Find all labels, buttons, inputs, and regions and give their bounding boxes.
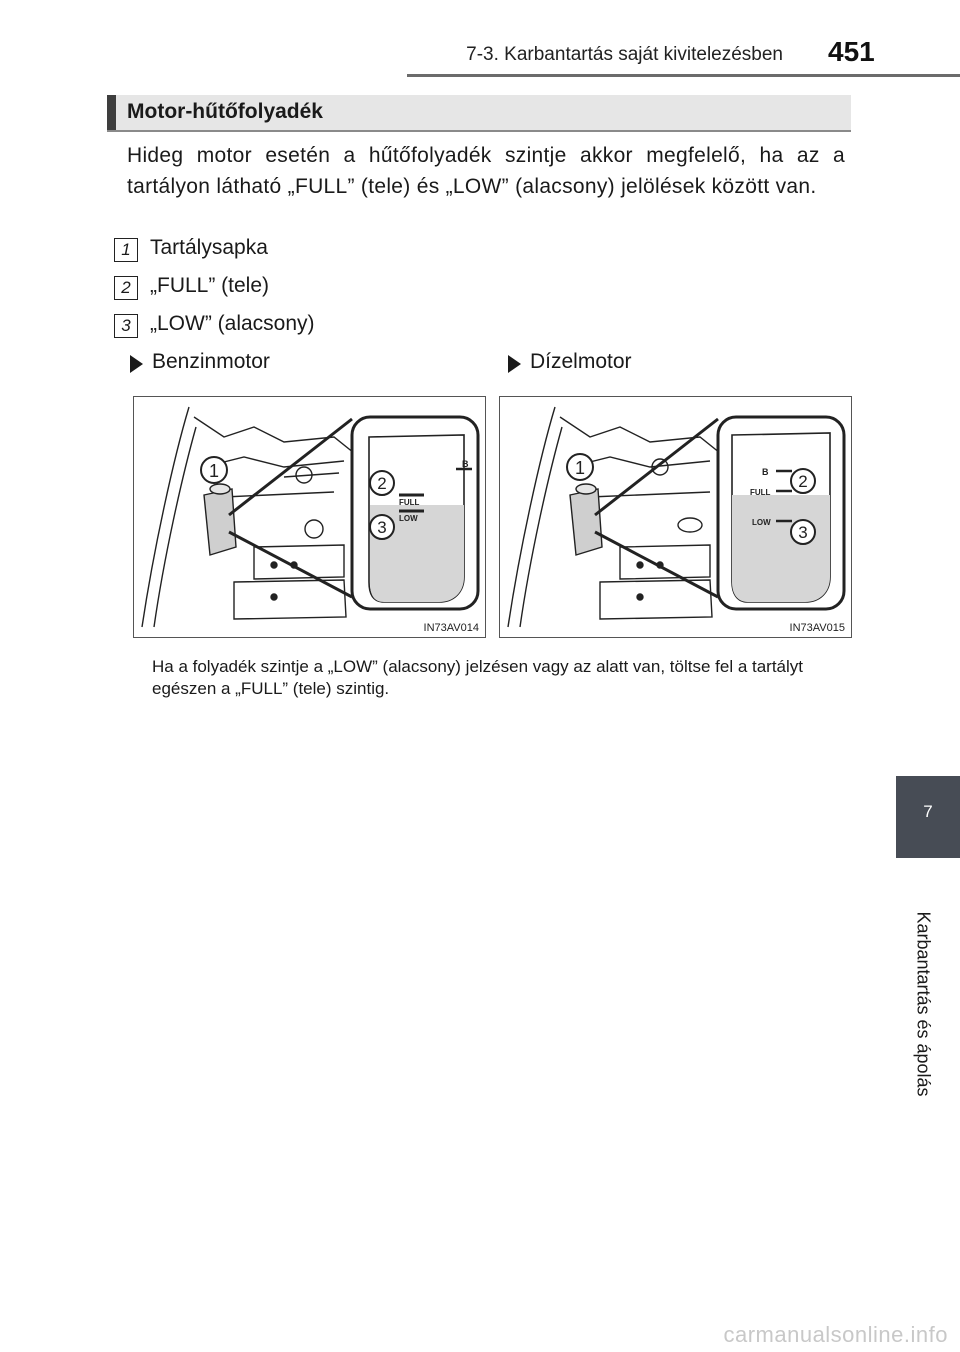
legend-label: Tartálysapka: [150, 236, 268, 259]
chapter-tab-number: 7: [923, 802, 933, 821]
variant-label: Benzinmotor: [152, 350, 270, 373]
reservoir-shape: [569, 488, 603, 556]
svg-text:1: 1: [209, 461, 219, 481]
callout-badge-3: 3: [790, 519, 816, 545]
svg-text:3: 3: [377, 518, 386, 537]
header-divider: [407, 74, 960, 77]
refill-note: Ha a folyadék szintje a „LOW” (alacsony)…: [152, 657, 804, 698]
svg-text:2: 2: [377, 474, 386, 493]
triangle-bullet-icon: [130, 355, 143, 373]
svg-text:3: 3: [798, 523, 807, 542]
tank-mark-full: FULL: [750, 488, 771, 497]
tank-mark-b: B: [462, 459, 469, 469]
chapter-header-title: 7-3. Karbantartás saját kivitelezésben: [466, 44, 783, 65]
legend-label: „LOW” (alacsony): [150, 312, 315, 335]
legend-label: „FULL” (tele): [150, 274, 270, 297]
tank-mark-low: LOW: [399, 514, 418, 523]
legend-number-badge: 2: [114, 276, 138, 300]
figure-code: IN73AV014: [423, 622, 479, 634]
engine-bay-illustration: B FULL LOW 1 2 3: [141, 406, 480, 628]
svg-text:1: 1: [575, 458, 585, 478]
legend-number-badge: 3: [114, 314, 138, 338]
intro-paragraph: Hideg motor esetén a hűtőfolyadék szintj…: [127, 144, 845, 198]
tank-mark-b: B: [762, 467, 769, 477]
page-number: 451: [828, 36, 875, 67]
tank-mark-low: LOW: [752, 518, 771, 527]
callout-badge-1: 1: [200, 456, 228, 484]
coolant-fluid-level: [732, 495, 830, 602]
variant-label: Dízelmotor: [530, 350, 632, 373]
section-heading-bar: Motor-hűtőfolyadék: [107, 95, 851, 132]
figure-code: IN73AV015: [789, 622, 845, 634]
chapter-side-title: Karbantartás és ápolás: [913, 911, 934, 1097]
callout-badge-2: 2: [369, 470, 395, 496]
section-heading-accent: [107, 95, 116, 130]
callout-badge-1: 1: [566, 453, 594, 481]
tank-mark-full: FULL: [399, 498, 420, 507]
figure-petrol-coolant-reservoir: B FULL LOW 1 2 3 IN73AV014: [133, 396, 486, 638]
engine-bay-illustration: B FULL LOW 1 2 3: [507, 406, 846, 628]
section-title: Motor-hűtőfolyadék: [127, 100, 323, 123]
callout-badge-3: 3: [369, 514, 395, 540]
figure-diesel-coolant-reservoir: B FULL LOW 1 2 3 IN73AV015: [499, 396, 852, 638]
triangle-bullet-icon: [508, 355, 521, 373]
callout-badge-2: 2: [790, 468, 816, 494]
reservoir-shape: [203, 488, 237, 556]
legend-number-badge: 1: [114, 238, 138, 262]
chapter-tab: 7: [896, 776, 960, 858]
svg-text:2: 2: [798, 472, 807, 491]
watermark: carmanualsonline.info: [723, 1322, 948, 1347]
